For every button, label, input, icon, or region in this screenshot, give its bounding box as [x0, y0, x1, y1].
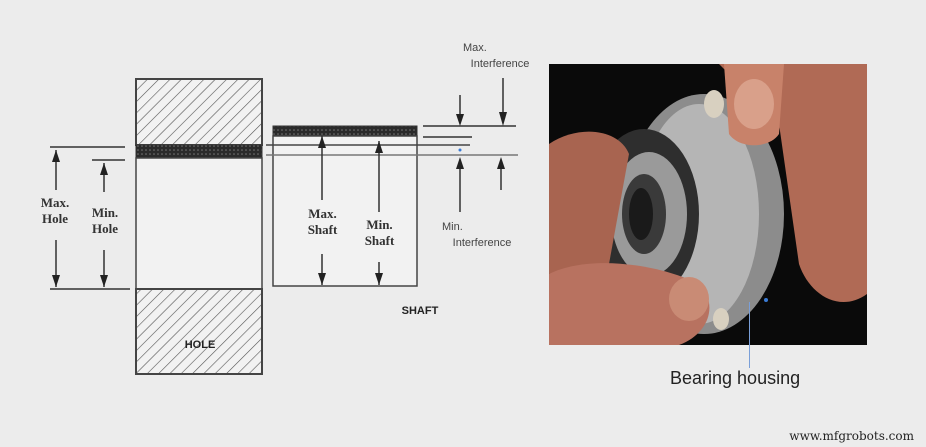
min-interference-label: Min.Interference [442, 221, 512, 249]
hole-title: HOLE [184, 339, 216, 351]
bearing-housing-photo [549, 64, 867, 345]
caption-pointer-line [749, 302, 750, 368]
bearing-photo-illustration [549, 64, 867, 345]
hole-part [135, 78, 263, 375]
shaft-title: SHAFT [401, 305, 439, 317]
interference-dimensions [423, 78, 516, 212]
min-shaft-label: Min.Shaft [364, 217, 395, 248]
max-shaft-label: Max.Shaft [307, 206, 338, 237]
watermark: www.mfgrobots.com [789, 429, 914, 443]
photo-caption: Bearing housing [670, 368, 801, 388]
max-hole-label: Max.Hole [40, 195, 70, 226]
shaft-part [266, 125, 518, 287]
hole-dimensions [50, 146, 130, 290]
max-interference-label: Max.Interference [463, 42, 530, 70]
shaft-dimensions [318, 136, 383, 285]
min-hole-label: Min.Hole [91, 205, 119, 236]
